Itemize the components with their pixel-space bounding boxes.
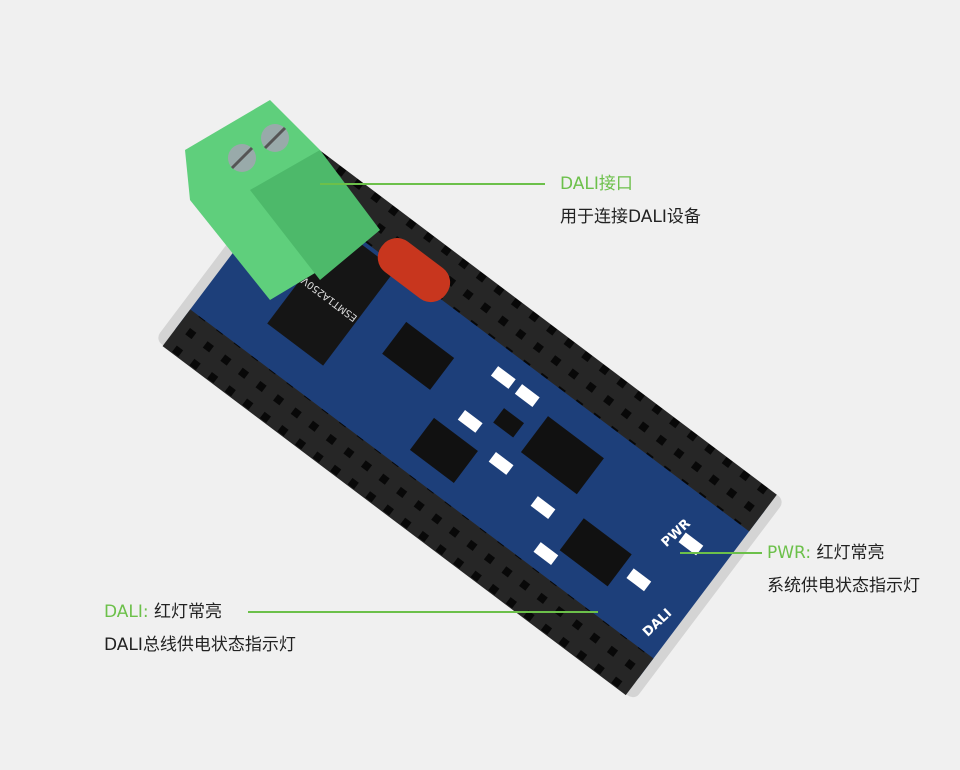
transformer xyxy=(267,227,396,366)
dali-port-title: DALI接口 xyxy=(560,174,633,194)
pin-header-bottom xyxy=(162,309,654,696)
dali-terminal-block xyxy=(185,100,380,300)
pin-header-top xyxy=(285,145,777,532)
dali-led-key: DALI: xyxy=(104,602,149,622)
pwr-key: PWR: xyxy=(767,543,812,563)
capacitor xyxy=(377,238,451,303)
callout-dali-port: DALI接口 用于连接DALI设备 xyxy=(560,174,701,227)
dali-port-leader-line xyxy=(320,183,545,185)
pwr-desc: 系统供电状态指示灯 xyxy=(767,576,920,596)
dali-port-desc: 用于连接DALI设备 xyxy=(560,207,701,227)
pwr-title: 红灯常亮 xyxy=(816,543,885,563)
callout-pwr: PWR: 红灯常亮 系统供电状态指示灯 xyxy=(767,543,920,596)
dali-led-title: 红灯常亮 xyxy=(154,602,223,622)
callout-dali-led: DALI: 红灯常亮 DALI总线供电状态指示灯 xyxy=(104,602,296,655)
pwr-leader-line xyxy=(680,552,762,554)
dali-led-leader-line xyxy=(248,611,598,613)
dali-led-desc: DALI总线供电状态指示灯 xyxy=(104,635,296,655)
